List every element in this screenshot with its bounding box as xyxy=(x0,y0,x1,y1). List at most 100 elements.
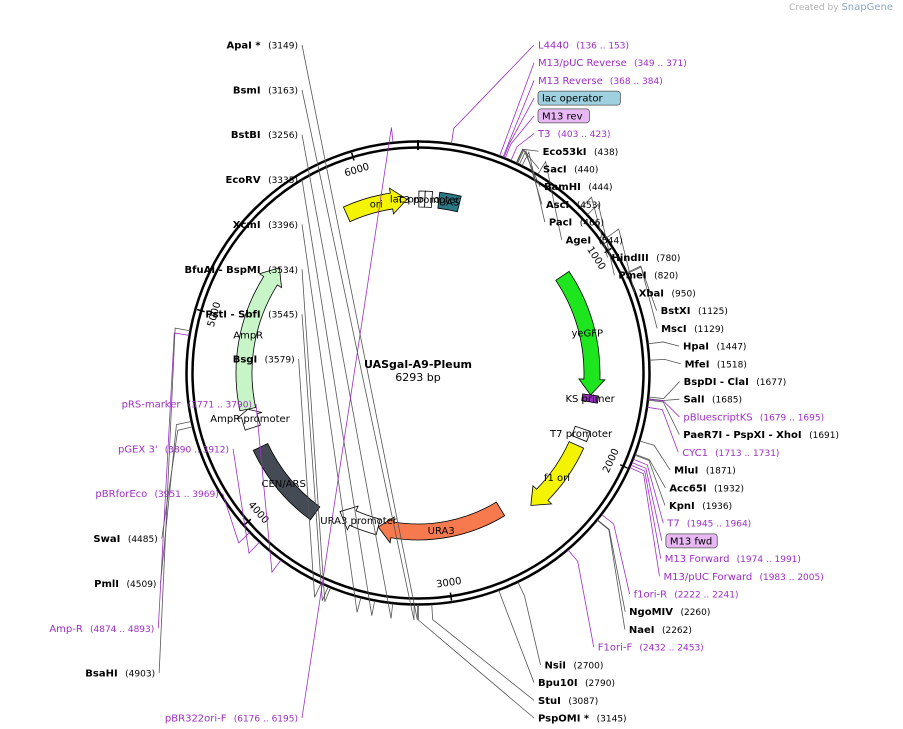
enzyme-bsgi[interactable]: BsgI (3579) xyxy=(233,355,295,366)
primer-m13-puc-reverse[interactable]: M13/pUC Reverse (349 .. 371) xyxy=(538,58,687,69)
primer-m13-reverse[interactable]: M13 Reverse (368 .. 384) xyxy=(538,76,663,87)
primer-m13-forward[interactable]: M13 Forward (1974 .. 1991) xyxy=(665,554,801,565)
leader-line xyxy=(301,127,394,719)
enzyme-sali[interactable]: SalI (1685) xyxy=(683,395,742,406)
enzyme-acc65i[interactable]: Acc65I (1932) xyxy=(669,483,744,494)
enzyme-psti[interactable]: PstI - SbfI (3545) xyxy=(205,310,298,321)
leader-line xyxy=(301,89,415,621)
enzyme-agei[interactable]: AgeI (544) xyxy=(566,235,623,246)
feature-t3-promoter xyxy=(424,190,433,208)
enzyme-asci[interactable]: AscI (453) xyxy=(546,200,601,211)
primer-l4440[interactable]: L4440 (136 .. 153) xyxy=(538,41,629,52)
primer-t7[interactable]: T7 (1945 .. 1964) xyxy=(666,519,751,530)
enzyme-apai[interactable]: ApaI * (3149) xyxy=(227,41,299,52)
primer-box-m13-fwd[interactable]: M13 fwd xyxy=(670,536,712,547)
enzyme-bsahi[interactable]: BsaHI (4903) xyxy=(85,669,155,680)
enzyme-name: NaeI xyxy=(629,625,658,636)
primer-range: (1974 .. 1991) xyxy=(737,555,801,565)
enzyme-paer7i[interactable]: PaeR7I - PspXI - XhoI (1691) xyxy=(683,430,839,441)
primer-f1ori-f[interactable]: F1ori-F (2432 .. 2453) xyxy=(598,643,704,654)
leader-line xyxy=(597,519,626,630)
enzyme-xbai[interactable]: XbaI (950) xyxy=(639,288,696,299)
enzyme-ecorv[interactable]: EcoRV (3335) xyxy=(226,175,299,186)
enzyme-msci[interactable]: MscI (1129) xyxy=(661,324,724,335)
leader-line xyxy=(158,327,190,674)
primer-box-m13-rev[interactable]: M13 rev xyxy=(542,111,583,122)
enzyme-position: (440) xyxy=(574,165,598,175)
leader-line xyxy=(521,151,546,223)
primer-box-lac-operator[interactable]: lac operator xyxy=(542,94,603,105)
primer-prs-marker[interactable]: pRS-marker (3771 .. 3790) xyxy=(122,399,252,410)
enzyme-name: NsiI xyxy=(545,660,570,671)
leader-line xyxy=(515,148,539,164)
primer-pbluescriptks[interactable]: pBluescriptKS (1679 .. 1695) xyxy=(683,412,824,423)
enzyme-nsii[interactable]: NsiI (2700) xyxy=(545,660,604,671)
leader-line xyxy=(301,224,362,613)
leader-line xyxy=(633,458,664,524)
enzyme-position: (4509) xyxy=(127,580,157,590)
leader-line xyxy=(517,148,541,187)
enzyme-paci[interactable]: PacI (466) xyxy=(549,218,604,229)
enzyme-ngomiv[interactable]: NgoMIV (2260) xyxy=(629,607,710,618)
primer-cyc1[interactable]: CYC1 (1713 .. 1731) xyxy=(682,448,779,459)
enzyme-saci[interactable]: SacI (440) xyxy=(543,164,598,175)
primer-name: T7 xyxy=(666,519,683,530)
enzyme-bsmi[interactable]: BsmI (3163) xyxy=(233,85,298,96)
enzyme-hpai[interactable]: HpaI (1447) xyxy=(683,342,746,353)
enzyme-mfei[interactable]: MfeI (1518) xyxy=(685,359,747,370)
primer-name: F1ori-F xyxy=(598,643,636,654)
enzyme-name: MluI xyxy=(674,466,702,477)
primer-t3[interactable]: T3 (403 .. 423) xyxy=(537,129,610,140)
primer-f1ori-r[interactable]: f1ori-R (2222 .. 2241) xyxy=(634,590,739,601)
primer-pgex-3[interactable]: pGEX 3' (3890 .. 3912) xyxy=(118,444,229,455)
enzyme-name: SalI xyxy=(683,395,708,406)
enzyme-stui[interactable]: StuI (3087) xyxy=(538,696,598,707)
enzyme-name: ApaI * xyxy=(227,41,265,52)
primer-range: (403 .. 423) xyxy=(558,130,611,140)
primer-range: (2222 .. 2241) xyxy=(674,591,738,601)
leader-line xyxy=(649,358,681,365)
enzyme-kpni[interactable]: KpnI (1936) xyxy=(669,501,732,512)
enzyme-position: (1447) xyxy=(717,343,747,353)
leader-line xyxy=(537,160,563,240)
enzyme-name: MscI xyxy=(661,324,690,335)
primer-name: Amp-R xyxy=(49,624,86,635)
enzyme-name-2: - BspMI xyxy=(219,265,265,276)
enzyme-hindiii[interactable]: HindIII (780) xyxy=(611,253,680,264)
enzyme-swai[interactable]: SwaI (4485) xyxy=(93,534,157,545)
enzyme-xcmi[interactable]: XcmI (3396) xyxy=(233,220,298,231)
primer-amp-r[interactable]: Amp-R (4874 .. 4893) xyxy=(49,624,154,635)
primer-range: (136 .. 153) xyxy=(576,42,629,52)
enzyme-eco53ki[interactable]: Eco53kI (438) xyxy=(543,147,619,158)
enzyme-name: PspOMI * xyxy=(538,714,593,725)
primer-range: (1945 .. 1964) xyxy=(687,520,751,530)
primer-pbr322ori-f[interactable]: pBR322ori-F (6176 .. 6195) xyxy=(165,714,298,725)
enzyme-position: (4903) xyxy=(125,670,155,680)
enzyme-position: (3087) xyxy=(568,697,598,707)
enzyme-pspomi[interactable]: PspOMI * (3145) xyxy=(538,714,627,725)
enzyme-name: StuI xyxy=(538,696,564,707)
primer-range: (1713 .. 1731) xyxy=(715,449,779,459)
enzyme-bstbi[interactable]: BstBI (3256) xyxy=(231,130,298,141)
leader-lines xyxy=(157,44,681,719)
enzyme-pmei[interactable]: PmeI (820) xyxy=(618,271,678,282)
enzyme-position: (466) xyxy=(580,219,604,229)
enzyme-position: (1691) xyxy=(809,431,839,441)
enzyme-name: BsgI xyxy=(233,355,261,366)
primer-m13-puc-forward[interactable]: M13/pUC Forward (1983 .. 2005) xyxy=(664,572,824,583)
enzyme-bstxi[interactable]: BstXI (1125) xyxy=(661,306,728,317)
tick-label: 3000 xyxy=(436,576,463,591)
primer-name: L4440 xyxy=(538,41,572,52)
enzyme-position: (4485) xyxy=(128,535,158,545)
feature-label-ura3: URA3 xyxy=(428,526,455,537)
primer-box-bg xyxy=(665,533,718,549)
enzyme-bamhi[interactable]: BamHI (444) xyxy=(544,182,613,193)
enzyme-mlui[interactable]: MluI (1871) xyxy=(674,466,736,477)
enzyme-naei[interactable]: NaeI (2262) xyxy=(629,625,692,636)
enzyme-bfuai[interactable]: BfuAI - BspMI (3534) xyxy=(184,265,298,276)
enzyme-pmli[interactable]: PmlI (4509) xyxy=(94,579,156,590)
enzyme-bspdi[interactable]: BspDI - ClaI (1677) xyxy=(684,377,787,388)
enzyme-bpu10i[interactable]: Bpu10I (2790) xyxy=(538,678,615,689)
primer-pbrforeco[interactable]: pBRforEco (3951 .. 3969) xyxy=(95,489,218,500)
